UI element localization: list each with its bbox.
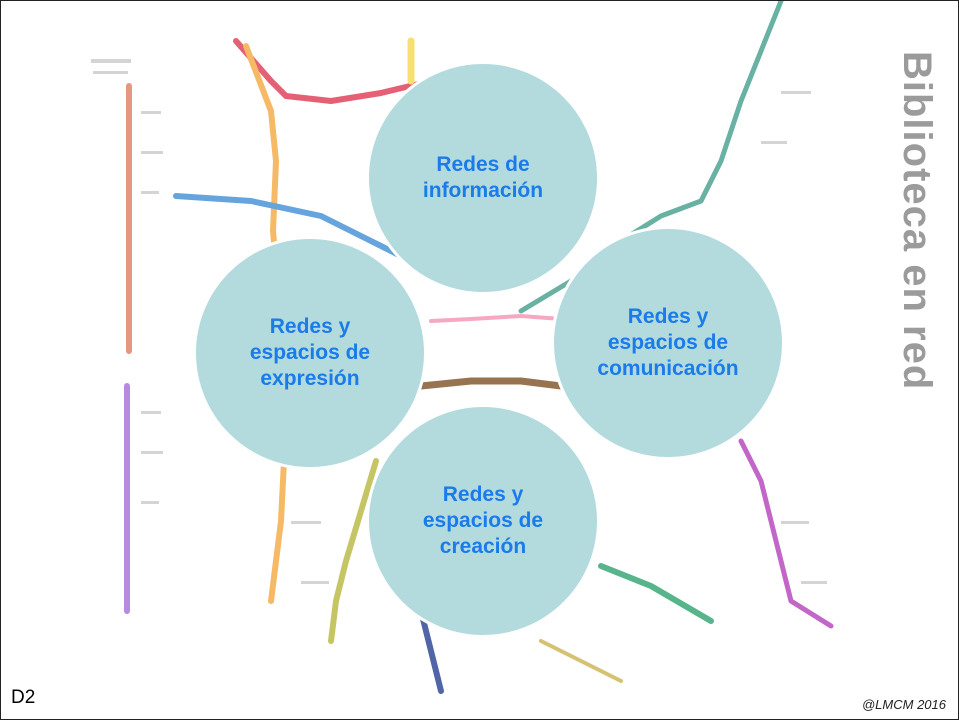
vertical-title: Biblioteca en red: [895, 51, 939, 391]
slide-code: D2: [11, 687, 36, 708]
circle-label-informacion: Redes de información: [422, 153, 544, 202]
circle-redes-creacion: Redes y espacios de creación: [366, 404, 600, 638]
circle-redes-expresion: Redes y espacios de expresión: [193, 236, 427, 470]
circle-label-creacion: Redes y espacios de creación: [422, 483, 544, 558]
circle-label-comunicacion: Redes y espacios de comunicación: [597, 305, 739, 380]
credit-text: @LMCM 2016: [861, 697, 946, 712]
circle-label-expresion: Redes y espacios de expresión: [249, 315, 371, 390]
circle-redes-informacion: Redes de información: [366, 61, 600, 295]
circle-redes-comunicacion: Redes y espacios de comunicación: [551, 226, 785, 460]
